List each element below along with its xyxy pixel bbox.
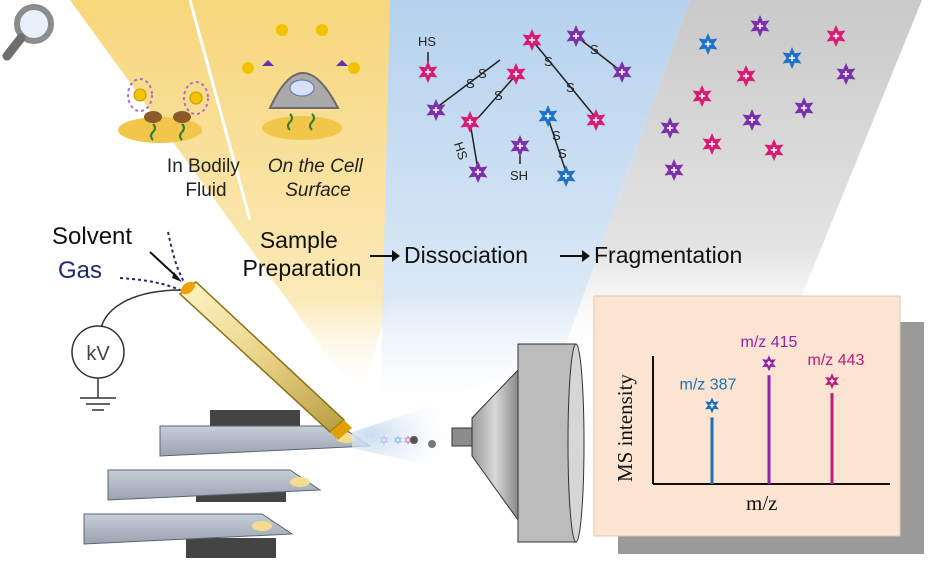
ion-star-icon xyxy=(664,159,684,181)
ion-star-icon xyxy=(460,111,480,133)
ion-star-icon xyxy=(698,33,718,55)
ion-star-icon xyxy=(736,65,756,87)
ground-icon xyxy=(80,397,116,411)
ion-star-icon xyxy=(742,109,762,131)
sulfur-label: S xyxy=(494,88,503,103)
sample-prep-label: Sample Preparation xyxy=(243,227,362,281)
cell-surface-line-1: On the Cell xyxy=(268,156,364,177)
spectrum-axes xyxy=(652,356,890,485)
sulfur-label: S xyxy=(552,128,561,143)
cell-surface-line-2: Surface xyxy=(285,180,350,201)
gas-arrow-icon xyxy=(167,231,185,283)
ion-star-icon xyxy=(522,29,542,51)
sample-prep-line-1: Sample xyxy=(260,227,338,253)
voltage-wire xyxy=(99,289,183,337)
gas-arrow-icon xyxy=(119,277,181,291)
beam-divider xyxy=(188,0,252,221)
thiol-right-label: SH xyxy=(510,168,528,183)
thiol-label: HS xyxy=(451,140,471,162)
fragmentation-beam xyxy=(560,0,922,360)
ion-star-icon xyxy=(794,97,814,119)
ion-star-icon xyxy=(556,165,576,187)
ion-star-icon xyxy=(702,133,722,155)
sulfur-label: S xyxy=(478,66,487,81)
ion-star-icon xyxy=(586,109,606,131)
sulfur-label: S xyxy=(466,76,475,91)
spectrum-ylabel: MS intensity xyxy=(613,374,637,482)
sample-prep-line-2: Preparation xyxy=(243,255,362,281)
ion-star-icon xyxy=(538,105,558,127)
thiol-label: HS xyxy=(418,34,436,49)
spectrum-peaks: m/z 387 m/z 415 m/z 443 xyxy=(680,334,865,484)
ion-star-icon xyxy=(692,85,712,107)
ion-star-icon xyxy=(750,15,770,37)
ion-star-icon xyxy=(836,63,856,85)
bodily-fluid-label: In Bodily Fluid xyxy=(167,156,245,201)
peak-label: m/z 387 xyxy=(680,376,737,393)
spray-capillary xyxy=(178,281,352,440)
magnifier-icon xyxy=(2,4,54,61)
ion-star-icon xyxy=(826,25,846,47)
dissociation-illustration: S S S S S S S S HS HS SH xyxy=(418,34,623,183)
dissociation-beam xyxy=(380,0,690,420)
ion-star-icon xyxy=(612,61,632,83)
solvent-label: Solvent xyxy=(52,223,132,250)
sample-plates xyxy=(83,410,372,558)
ion-star-icon xyxy=(660,117,680,139)
solvent-arrow-icon xyxy=(149,251,179,279)
spectrum-panel xyxy=(593,295,901,537)
peak-label: m/z 443 xyxy=(808,352,865,369)
ion-star-icon xyxy=(468,161,488,183)
ion-star-icon xyxy=(764,139,784,161)
bodily-fluid-line-2: Fluid xyxy=(185,180,226,201)
ion-star-icon xyxy=(506,63,526,85)
peak-ion-icon xyxy=(705,397,719,414)
arrow-icon xyxy=(560,250,590,262)
sulfur-label: S xyxy=(558,146,567,161)
peak-ion-icon xyxy=(825,373,839,390)
spectrum-xlabel: m/z xyxy=(746,491,778,515)
sulfur-label: S xyxy=(590,42,599,57)
fragmentation-label: Fragmentation xyxy=(594,242,742,268)
cell-surface-label: On the Cell Surface xyxy=(268,156,368,201)
dissociation-label: Dissociation xyxy=(404,242,528,268)
ion-star-icon xyxy=(566,25,586,47)
peak-label: m/z 415 xyxy=(741,334,798,351)
ion-star-icon xyxy=(426,99,446,121)
peak-ion-icon xyxy=(762,355,776,372)
bodily-fluid-illustration xyxy=(118,78,209,143)
ion-star-icon xyxy=(510,135,530,157)
sulfur-label: S xyxy=(544,54,553,69)
bodily-fluid-line-1: In Bodily xyxy=(167,156,240,177)
voltage-label: kV xyxy=(86,343,110,365)
arrow-icon xyxy=(370,250,400,262)
spray-plume xyxy=(352,400,450,470)
cell-surface-illustration xyxy=(242,24,360,140)
ion-star-icon xyxy=(418,61,438,83)
voltage-source-icon: kV xyxy=(71,325,125,398)
mass-spectrometer-inlet xyxy=(451,343,585,543)
sulfur-label: S xyxy=(566,80,575,95)
ion-star-icon xyxy=(782,47,802,69)
gas-label: Gas xyxy=(58,257,102,284)
